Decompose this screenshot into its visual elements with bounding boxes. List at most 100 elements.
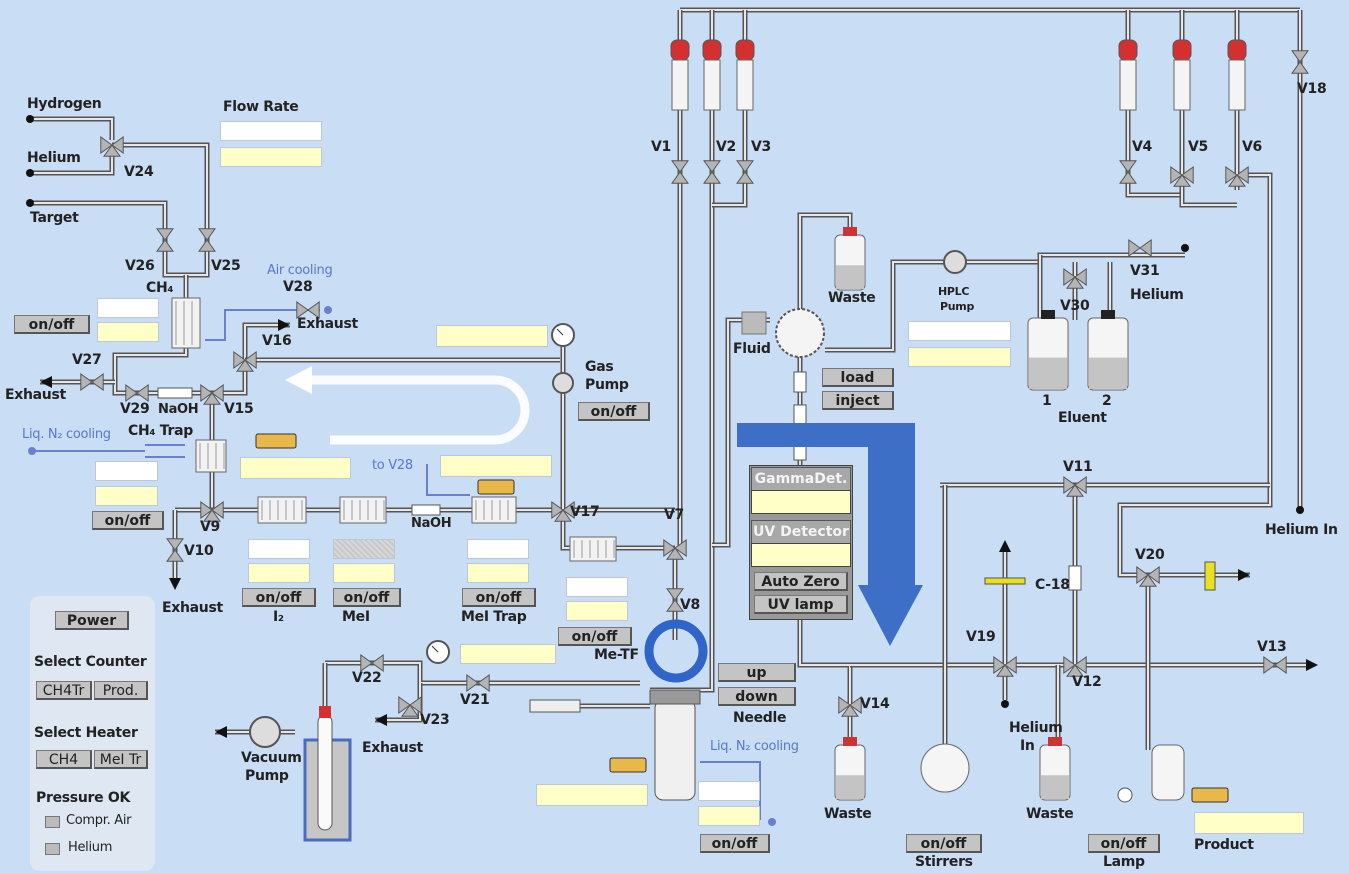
valve-icon[interactable] bbox=[371, 654, 384, 672]
mei-trap-temp-setpoint[interactable] bbox=[467, 539, 529, 559]
valve-icon[interactable] bbox=[1119, 171, 1137, 184]
valve-icon[interactable] bbox=[296, 301, 309, 319]
heater-ch4-button[interactable]: CH4 bbox=[36, 750, 92, 769]
valve-icon[interactable] bbox=[1181, 166, 1194, 184]
me-tf-on-off-button[interactable]: on/off bbox=[558, 627, 632, 646]
valve-icon[interactable] bbox=[671, 171, 689, 184]
valve-icon[interactable] bbox=[100, 136, 113, 154]
valve-icon[interactable] bbox=[91, 373, 104, 391]
valve-icon[interactable] bbox=[360, 654, 373, 672]
valve-icon[interactable] bbox=[663, 539, 676, 557]
valve-icon[interactable] bbox=[996, 664, 1014, 677]
valve-icon[interactable] bbox=[200, 384, 213, 402]
ch4-temp-setpoint[interactable] bbox=[97, 298, 159, 318]
valve-icon[interactable] bbox=[1236, 166, 1249, 184]
ch4-trap-on-off-button[interactable]: on/off bbox=[92, 511, 164, 530]
valve-icon[interactable] bbox=[136, 384, 149, 402]
counter-prod-button[interactable]: Prod. bbox=[94, 681, 148, 700]
valve-icon[interactable] bbox=[666, 599, 684, 612]
valve-icon[interactable] bbox=[156, 239, 174, 252]
valve-icon[interactable] bbox=[111, 136, 124, 154]
valve-icon[interactable] bbox=[1274, 656, 1287, 674]
valve-icon[interactable] bbox=[1228, 174, 1246, 187]
reactor-temp-setpoint[interactable] bbox=[698, 781, 760, 801]
gas-pump-on-off-button[interactable]: on/off bbox=[578, 402, 650, 421]
valve-icon[interactable] bbox=[1063, 476, 1076, 494]
valve-icon[interactable] bbox=[1074, 656, 1087, 674]
valve-icon[interactable] bbox=[466, 674, 479, 692]
valve-icon[interactable] bbox=[1225, 166, 1238, 184]
valve-icon[interactable] bbox=[1004, 656, 1017, 674]
hplc-flow-setpoint[interactable] bbox=[908, 321, 1011, 341]
mei-on-off-button[interactable]: on/off bbox=[333, 588, 401, 607]
valve-icon[interactable] bbox=[666, 547, 684, 560]
valve-icon[interactable] bbox=[703, 160, 721, 173]
valve-icon[interactable] bbox=[562, 501, 575, 519]
uv-lamp-button[interactable]: UV lamp bbox=[754, 595, 848, 614]
valve-icon[interactable] bbox=[736, 171, 754, 184]
valve-icon[interactable] bbox=[409, 696, 422, 714]
valve-icon[interactable] bbox=[1139, 574, 1157, 587]
valve-icon[interactable] bbox=[198, 239, 216, 252]
i2-on-off-button[interactable]: on/off bbox=[242, 588, 316, 607]
valve-icon[interactable] bbox=[849, 696, 862, 714]
valve-icon[interactable] bbox=[156, 228, 174, 241]
valve-icon[interactable] bbox=[1063, 656, 1076, 674]
valve-icon[interactable] bbox=[1066, 664, 1084, 677]
valve-icon[interactable] bbox=[1074, 268, 1087, 286]
valve-icon[interactable] bbox=[1147, 566, 1160, 584]
valve-icon[interactable] bbox=[398, 696, 411, 714]
valve-icon[interactable] bbox=[1263, 656, 1276, 674]
valve-icon[interactable] bbox=[1074, 476, 1087, 494]
valve-icon[interactable] bbox=[198, 228, 216, 241]
valve-icon[interactable] bbox=[674, 539, 687, 557]
valve-icon[interactable] bbox=[993, 656, 1006, 674]
valve-icon[interactable] bbox=[1128, 239, 1141, 257]
valve-icon[interactable] bbox=[551, 501, 564, 519]
valve-icon[interactable] bbox=[80, 373, 93, 391]
lamp-on-off-button[interactable]: on/off bbox=[1088, 834, 1160, 853]
ch4-heater-on-off-button[interactable]: on/off bbox=[14, 315, 90, 334]
valve-icon[interactable] bbox=[1066, 276, 1084, 289]
valve-icon[interactable] bbox=[233, 351, 246, 369]
valve-icon[interactable] bbox=[1173, 174, 1191, 187]
needle-down-button[interactable]: down bbox=[718, 687, 796, 706]
valve-icon[interactable] bbox=[736, 160, 754, 173]
heater-mei-tr-button[interactable]: MeI Tr bbox=[94, 750, 148, 769]
valve-icon[interactable] bbox=[1063, 268, 1076, 286]
valve-icon[interactable] bbox=[244, 351, 257, 369]
valve-icon[interactable] bbox=[1139, 239, 1152, 257]
valve-icon[interactable] bbox=[203, 509, 221, 522]
valve-icon[interactable] bbox=[1291, 61, 1309, 74]
valve-icon[interactable] bbox=[1291, 50, 1309, 63]
load-button[interactable]: load bbox=[822, 368, 894, 387]
valve-icon[interactable] bbox=[200, 501, 213, 519]
valve-icon[interactable] bbox=[554, 509, 572, 522]
valve-icon[interactable] bbox=[703, 171, 721, 184]
valve-icon[interactable] bbox=[838, 696, 851, 714]
valve-icon[interactable] bbox=[401, 704, 419, 717]
valve-icon[interactable] bbox=[166, 538, 184, 551]
auto-zero-button[interactable]: Auto Zero bbox=[754, 572, 848, 591]
me-tf-temp-setpoint[interactable] bbox=[566, 577, 628, 597]
valve-icon[interactable] bbox=[211, 501, 224, 519]
ch4-trap-temp-setpoint[interactable] bbox=[95, 461, 158, 481]
valve-icon[interactable] bbox=[103, 144, 121, 157]
valve-icon[interactable] bbox=[841, 704, 859, 717]
inject-button[interactable]: inject bbox=[822, 391, 894, 410]
valve-icon[interactable] bbox=[1119, 160, 1137, 173]
mei-trap-on-off-button[interactable]: on/off bbox=[462, 588, 536, 607]
valve-icon[interactable] bbox=[1170, 166, 1183, 184]
valve-icon[interactable] bbox=[203, 392, 221, 405]
valve-icon[interactable] bbox=[1066, 484, 1084, 497]
valve-icon[interactable] bbox=[671, 160, 689, 173]
valve-icon[interactable] bbox=[236, 359, 254, 372]
reactor-on-off-button[interactable]: on/off bbox=[700, 834, 770, 853]
i2-temp-setpoint[interactable] bbox=[248, 539, 310, 559]
valve-icon[interactable] bbox=[166, 549, 184, 562]
valve-icon[interactable] bbox=[125, 384, 138, 402]
valve-icon[interactable] bbox=[211, 384, 224, 402]
needle-up-button[interactable]: up bbox=[718, 663, 796, 682]
valve-icon[interactable] bbox=[1136, 566, 1149, 584]
flow-rate-setpoint[interactable] bbox=[220, 121, 322, 141]
